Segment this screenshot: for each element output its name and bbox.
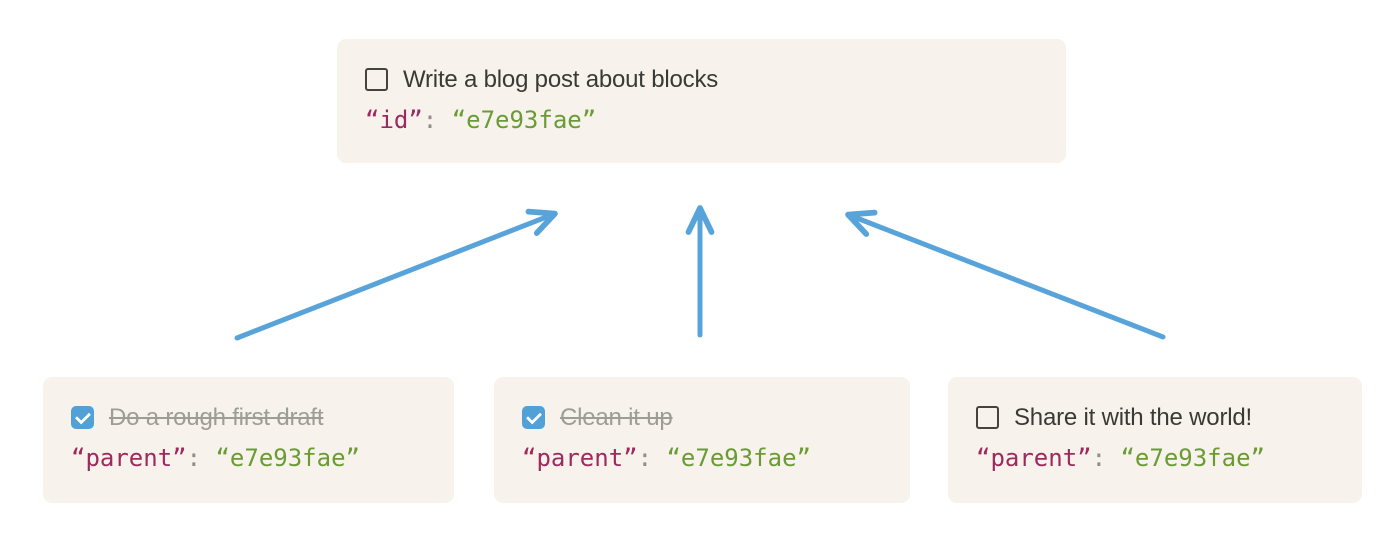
task-checkbox[interactable] (522, 406, 545, 430)
block-parent-code: “parent”: “e7e93fae” (976, 444, 1334, 473)
child-block-card-first-draft: Do a rough first draft “parent”: “e7e93fa… (43, 377, 454, 503)
code-value: “e7e93fae” (666, 443, 811, 472)
code-value: “e7e93fae” (451, 105, 597, 134)
task-label: Clean it up (560, 404, 673, 431)
child-block-card-clean-it-up: Clean it up “parent”: “e7e93fae” (494, 377, 910, 503)
block-parent-code: “parent”: “e7e93fae” (71, 444, 426, 473)
code-colon: : (186, 443, 202, 472)
task-label: Share it with the world! (1014, 404, 1252, 431)
block-id-code: “id”: “e7e93fae” (365, 106, 1038, 135)
code-value: “e7e93fae” (1120, 443, 1265, 472)
code-colon: : (1091, 443, 1107, 472)
code-colon: : (422, 105, 438, 134)
arrow-from-share-it (845, 209, 1166, 340)
arrow-from-first-draft (234, 208, 558, 341)
task-label: Do a rough first draft (109, 404, 324, 431)
task-label: Write a blog post about blocks (403, 66, 719, 93)
block-parent-code: “parent”: “e7e93fae” (522, 444, 882, 473)
task-checkbox[interactable] (365, 68, 388, 92)
parent-block-card: Write a blog post about blocks “id”: “e7e… (337, 39, 1066, 163)
code-key: “id” (365, 105, 423, 134)
code-key: “parent” (976, 443, 1092, 472)
code-key: “parent” (71, 443, 187, 472)
code-key: “parent” (522, 443, 638, 472)
task-checkbox[interactable] (71, 406, 94, 430)
child-block-card-share-it: Share it with the world! “parent”: “e7e93… (948, 377, 1362, 503)
code-value: “e7e93fae” (215, 443, 360, 472)
code-colon: : (637, 443, 653, 472)
task-checkbox[interactable] (976, 406, 999, 430)
